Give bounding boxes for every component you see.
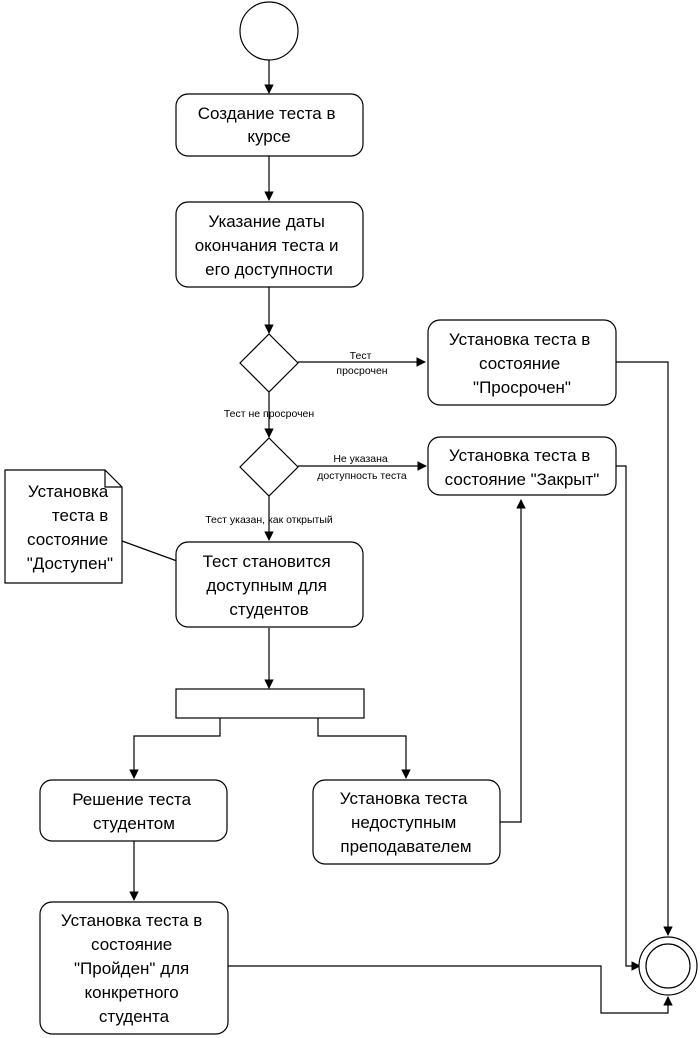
note-connector bbox=[121, 540, 178, 562]
label-solve-test: Решение теста студентом bbox=[72, 790, 196, 833]
activity-becomes-available bbox=[175, 541, 364, 628]
label-set-passed: Установка теста в состояние "Пройден" дл… bbox=[61, 911, 207, 1026]
edge-label-overdue: Тест просрочен bbox=[336, 350, 387, 377]
activity-set-closed bbox=[427, 436, 617, 496]
edge-teacher-to-closed bbox=[500, 499, 526, 823]
edge-label-specified-open: Тест указан, как открытый bbox=[205, 514, 333, 526]
edge-overdue-to-end bbox=[616, 361, 673, 936]
activity-teacher-unavailable bbox=[312, 779, 501, 865]
edge-label-no-availability: Не указана доступность теста bbox=[317, 453, 407, 482]
label-becomes-available: Тест становится доступным для студентов bbox=[203, 552, 336, 619]
activity-create-test bbox=[175, 93, 364, 157]
edge-label-not-overdue: Тест не просрочен bbox=[224, 408, 315, 420]
edge-passed-to-end bbox=[228, 965, 673, 1014]
start-node bbox=[239, 1, 299, 61]
note-available bbox=[4, 469, 123, 584]
label-teacher-unavailable: Установка теста недоступным преподавател… bbox=[340, 789, 472, 856]
edge-fork-to-solve bbox=[129, 718, 221, 779]
decision-availability bbox=[239, 437, 299, 497]
label-set-closed: Установка теста в состояние "Закрыт" bbox=[445, 446, 600, 489]
edge-closed-to-end bbox=[616, 465, 641, 971]
activity-set-overdue bbox=[427, 319, 617, 406]
fork-bar bbox=[175, 688, 365, 719]
edge-fork-to-teacher bbox=[317, 718, 411, 779]
activity-solve-test bbox=[39, 779, 228, 842]
label-set-overdue: Установка теста в состояние "Просрочен" bbox=[449, 330, 595, 397]
label-create-test: Создание теста в курсе bbox=[198, 104, 341, 146]
end-node bbox=[638, 936, 698, 996]
edges bbox=[121, 60, 673, 1014]
activity-set-passed bbox=[39, 901, 229, 1035]
label-set-deadline: Указание даты окончания теста и его дост… bbox=[195, 212, 344, 279]
label-note-available: Установка теста в состояние "Доступен" bbox=[27, 482, 113, 573]
activity-set-deadline bbox=[175, 201, 364, 288]
decision-overdue bbox=[239, 333, 299, 393]
note-fold bbox=[104, 470, 122, 488]
